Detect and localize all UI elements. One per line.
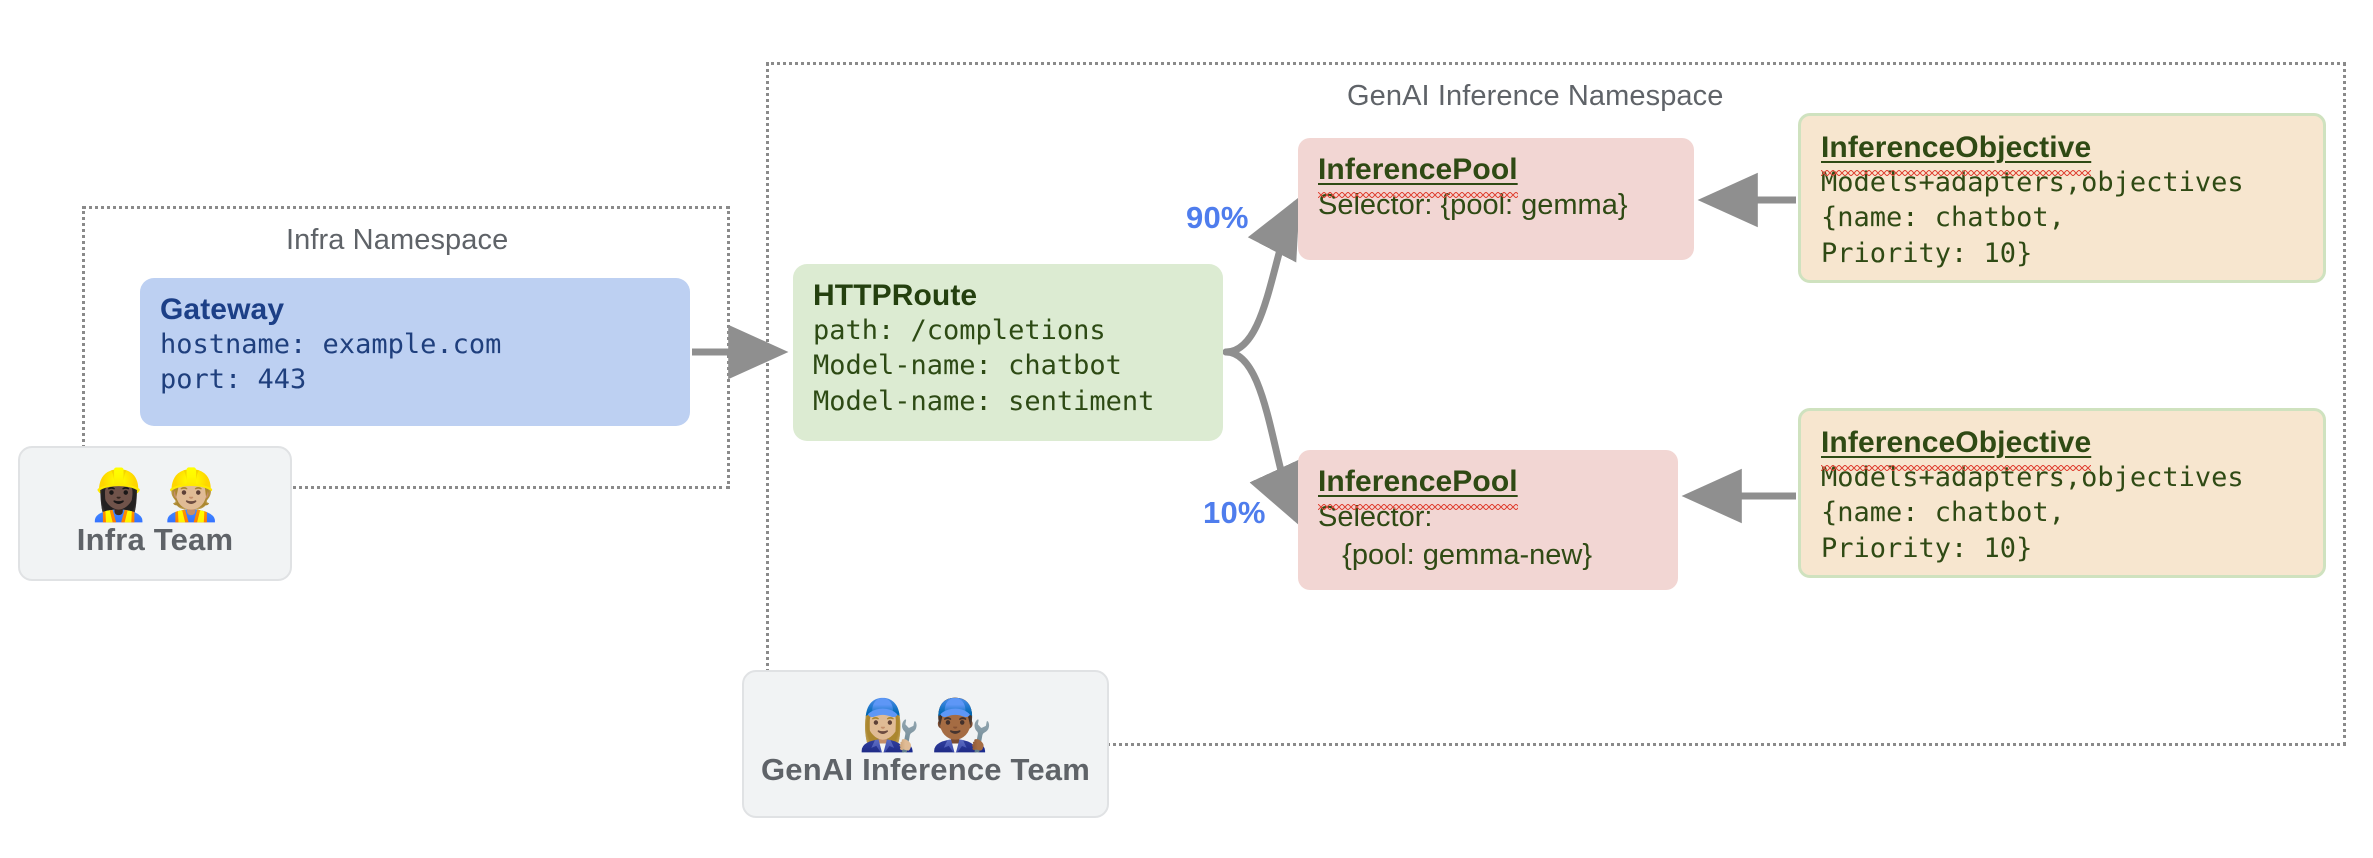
team-chip-genai-label: GenAI Inference Team: [760, 752, 1091, 787]
gateway-port-line: port: 443: [160, 364, 307, 396]
resource-card-inferencepool-gemma[interactable]: InferencePool Selector: {pool: gemma}: [1298, 138, 1694, 260]
construction-workers-icon: 👷🏿‍♀️👷🏼: [87, 466, 233, 523]
resource-card-httproute[interactable]: HTTPRoute path: /completions Model-name:…: [793, 264, 1223, 441]
edge-label-10-percent: 10%: [1203, 495, 1266, 530]
team-chip-infra[interactable]: 👷🏿‍♀️👷🏼 Infra Team: [18, 446, 292, 581]
gateway-kind-label: Gateway: [160, 293, 285, 326]
mechanics-icon: 👩🏼‍🔧👨🏾‍🔧: [858, 697, 1003, 753]
inferenceobjective-2-kind-label: InferenceObjective: [1821, 425, 2303, 472]
resource-card-inferenceobjective-2[interactable]: InferenceObjective Models+adapters,objec…: [1798, 408, 2326, 578]
inferenceobjective-1-name-line: {name: chatbot,: [1821, 202, 2065, 234]
spellcheck-underline-icon: InferencePool: [1318, 153, 1518, 199]
inferenceobjective-2-name-line: {name: chatbot,: [1821, 497, 2065, 529]
namespace-genai-label: GenAI Inference Namespace: [1339, 80, 1732, 113]
team-chip-infra-label: Infra Team: [76, 521, 234, 557]
httproute-path-line: path: /completions: [813, 315, 1106, 347]
edge-label-90-percent: 90%: [1186, 200, 1249, 235]
httproute-model-chatbot-line: Model-name: chatbot: [813, 350, 1122, 382]
spellcheck-underline-icon: InferencePool: [1318, 465, 1518, 511]
inferencepool-gemma-new-kind-label: InferencePool: [1318, 464, 1658, 511]
inferencepool-gemma-kind-label: InferencePool: [1318, 152, 1674, 199]
httproute-model-sentiment-line: Model-name: sentiment: [813, 385, 1155, 417]
inferenceobjective-2-priority-line: Priority: 10}: [1821, 532, 2033, 564]
gateway-hostname-line: hostname: example.com: [160, 329, 502, 361]
inferenceobjective-1-kind-label: InferenceObjective: [1821, 130, 2303, 177]
namespace-genai: [766, 62, 2346, 746]
spellcheck-underline-icon: InferenceObjective: [1821, 426, 2092, 472]
spellcheck-underline-icon: InferenceObjective: [1821, 131, 2092, 177]
namespace-infra-label: Infra Namespace: [278, 224, 517, 257]
resource-card-inferenceobjective-1[interactable]: InferenceObjective Models+adapters,objec…: [1798, 113, 2326, 283]
team-chip-genai[interactable]: 👩🏼‍🔧👨🏾‍🔧 GenAI Inference Team: [742, 670, 1109, 818]
httproute-kind-label: HTTPRoute: [813, 279, 978, 312]
resource-card-gateway[interactable]: Gateway hostname: example.com port: 443: [140, 278, 690, 426]
inferenceobjective-1-priority-line: Priority: 10}: [1821, 237, 2033, 269]
inferencepool-gemma-new-selector-value: {pool: gemma-new}: [1318, 538, 1593, 571]
resource-card-inferencepool-gemma-new[interactable]: InferencePool Selector: {pool: gemma-new…: [1298, 450, 1678, 590]
